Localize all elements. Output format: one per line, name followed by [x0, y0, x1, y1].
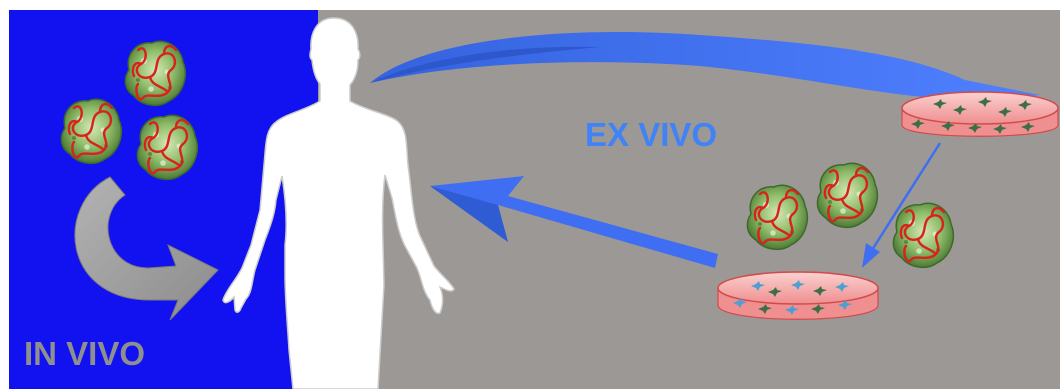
ex-vivo-label: EX VIVO: [585, 118, 717, 151]
in-vivo-label: IN VIVO: [24, 337, 145, 370]
petri-dish-bottom: [718, 272, 878, 319]
viral-vector-icon: [747, 185, 807, 249]
petri-dish-top: [902, 92, 1058, 136]
viral-vector-icon: [137, 115, 197, 179]
viral-vector-icon: [61, 99, 121, 163]
viral-vector-icon: [125, 41, 185, 105]
viral-vector-icon: [817, 163, 877, 227]
viral-vector-icon: [893, 203, 953, 267]
top-white-strip: [0, 0, 1060, 10]
left-white-strip: [0, 0, 9, 389]
